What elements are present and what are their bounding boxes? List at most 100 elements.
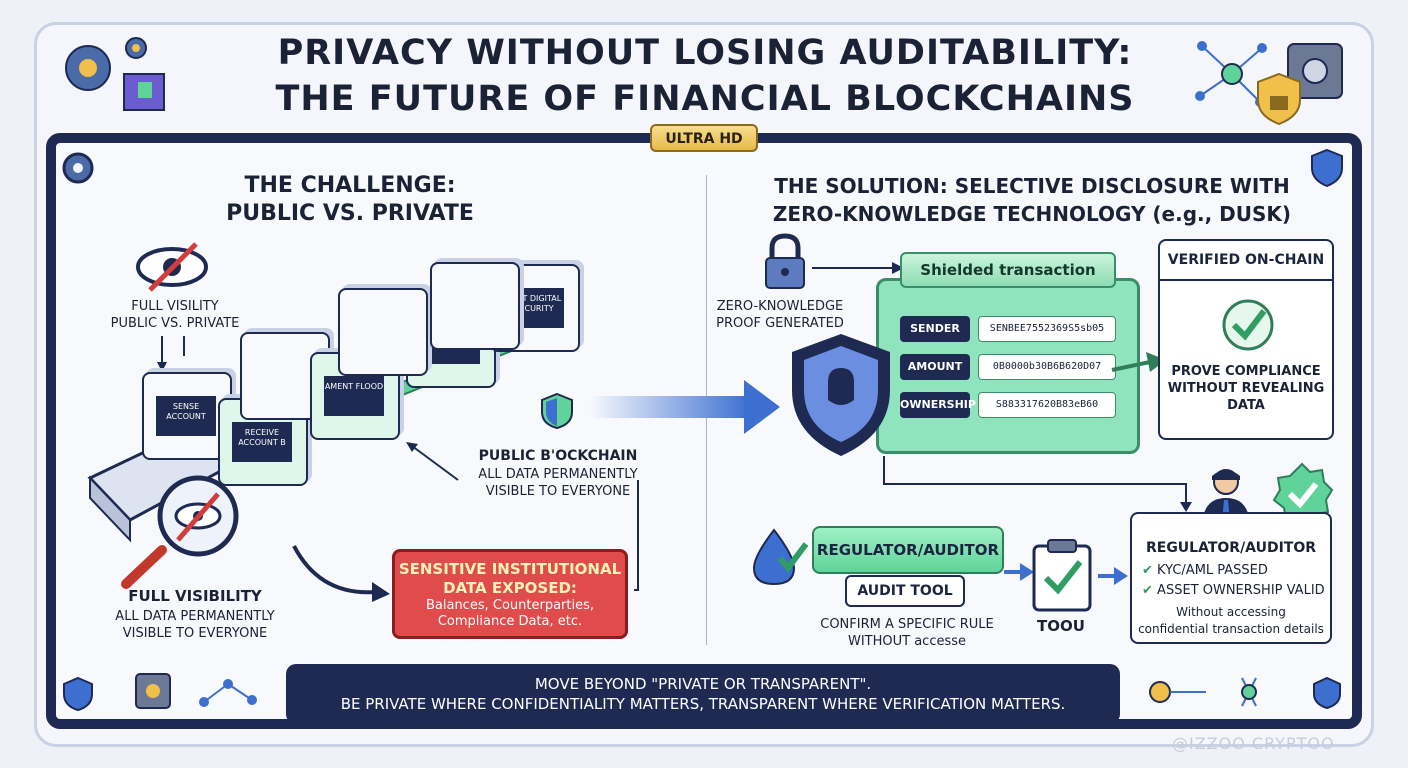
network-icon xyxy=(1149,677,1257,707)
confirm-line-1: CONFIRM A SPECIFIC RULE xyxy=(820,617,994,632)
full-visibility-sub: ALL DATA PERMANENTLY VISIBLE TO EVERYONE xyxy=(100,608,290,642)
alert-line-2: Compliance Data, etc. xyxy=(437,614,583,629)
verified-on-chain-card: VERIFIED ON-CHAIN PROVE COMPLIANCE WITHO… xyxy=(1158,239,1334,440)
full-sub-line-2: VISIBLE TO EVERYONE xyxy=(122,626,268,641)
gear-icon xyxy=(62,152,94,184)
field-key: AMOUNT xyxy=(900,354,970,380)
alert-title-line-1: SENSITIVE INSTITUTIONAL xyxy=(398,560,622,578)
solution-heading: THE SOLUTION: SELECTIVE DISCLOSURE WITH … xyxy=(760,172,1304,228)
shield-icon xyxy=(541,392,573,430)
shielded-transaction-banner: Shielded transaction xyxy=(900,252,1116,288)
eye-pointer-arrows xyxy=(157,336,185,372)
tool-label: TOOU xyxy=(1037,617,1085,635)
blockchain-block xyxy=(430,262,520,350)
check-icon xyxy=(1222,299,1274,351)
card-to-result-connector xyxy=(883,456,1192,512)
zk-proof-label: ZERO-KNOWLEDGE PROOF GENERATED xyxy=(700,298,860,332)
network-icon xyxy=(199,679,257,707)
regulator-result-card: REGULATOR/AUDITOR ✔ KYC/AML PASSED ✔ ASS… xyxy=(1130,512,1332,644)
safe-icon xyxy=(1287,43,1343,99)
result-title: REGULATOR/AUDITOR xyxy=(1145,540,1317,556)
chain-sub-line-2: VISIBLE TO EVERYONE xyxy=(485,484,631,499)
field-value: SENBEE7552369S5sb05 xyxy=(978,316,1116,342)
eye-slash-icon xyxy=(136,242,208,292)
lock-connector xyxy=(812,262,904,274)
check-icon xyxy=(1272,462,1334,526)
ultra-hd-badge: ULTRA HD xyxy=(650,124,758,152)
field-key: SENDER xyxy=(900,316,970,342)
verified-text: PROVE COMPLIANCE WITHOUT REVEALING DATA xyxy=(1160,363,1332,414)
cube-icon xyxy=(123,73,165,111)
chain-sub-line-1: ALL DATA PERMANENTLY xyxy=(478,467,638,482)
clipboard-icon xyxy=(1032,539,1092,612)
alert-title: SENSITIVE INSTITUTIONAL DATA EXPOSED: xyxy=(395,560,625,598)
solution-heading-line-1: THE SOLUTION: SELECTIVE DISCLOSURE WITH xyxy=(774,174,1290,198)
title-line-1: PRIVACY WITHOUT LOSING AUDITABILITY: xyxy=(277,33,1133,73)
challenge-heading-line-1: THE CHALLENGE: xyxy=(244,173,456,198)
check-item-ownership: ✔ ASSET OWNERSHIP VALID xyxy=(1142,582,1328,599)
verified-line-1: PROVE COMPLIANCE xyxy=(1171,364,1321,379)
transition-arrow xyxy=(590,380,780,434)
result-note-line-1: Without accessing xyxy=(1176,605,1286,619)
public-blockchain-label: PUBLIC B'OCKCHAIN xyxy=(478,448,638,464)
droplet-check-icon xyxy=(752,528,809,586)
verified-title: VERIFIED ON-CHAIN xyxy=(1160,241,1332,281)
title-line-2: THE FUTURE OF FINANCIAL BLOCKCHAINS xyxy=(275,79,1135,119)
blockchain-block: AMENT FLOOD xyxy=(310,352,400,440)
card-to-verified-arrow xyxy=(1111,352,1166,372)
block-label: SENSE ACCOUNT xyxy=(156,396,216,436)
check-item-kyc-label: KYC/AML PASSED xyxy=(1157,563,1268,578)
check-item-kyc: ✔ KYC/AML PASSED xyxy=(1142,562,1328,579)
public-blockchain-sub: ALL DATA PERMANENTLY VISIBLE TO EVERYONE xyxy=(468,466,648,500)
eye-label: FULL VISILITY PUBLIC VS. PRIVATE xyxy=(100,298,250,332)
challenge-heading: THE CHALLENGE: PUBLIC VS. PRIVATE xyxy=(190,172,510,228)
zk-label-line-2: PROOF GENERATED xyxy=(716,316,844,331)
shield-icon xyxy=(1311,148,1343,188)
confirm-rule-text: CONFIRM A SPECIFIC RULE WITHOUT accesse xyxy=(810,616,1004,650)
result-note: Without accessing confidential transacti… xyxy=(1132,604,1330,638)
eye-label-line-2: PUBLIC VS. PRIVATE xyxy=(110,316,240,331)
footer-line-2: BE PRIVATE WHERE CONFIDENTIALITY MATTERS… xyxy=(340,695,1066,713)
solution-heading-line-2: ZERO-KNOWLEDGE TECHNOLOGY (e.g., DUSK) xyxy=(772,202,1292,226)
gear-icon xyxy=(65,37,147,91)
regulator-box: REGULATOR/AUDITOR xyxy=(812,526,1004,574)
block-label: RECEIVE ACCOUNT B xyxy=(232,422,292,462)
shield-icon xyxy=(1313,676,1341,710)
padlock-icon xyxy=(765,233,805,289)
alert-title-line-2: DATA EXPOSED: xyxy=(443,579,577,597)
block-label: AMENT FLOOD xyxy=(324,376,384,416)
tool-to-result-arrow xyxy=(1098,567,1128,585)
audit-to-tool-arrow xyxy=(1004,563,1034,581)
audit-tool-button: AUDIT TOOL xyxy=(845,575,965,607)
connector-arrow xyxy=(406,442,639,591)
safe-icon xyxy=(135,673,171,709)
verified-line-2: WITHOUT REVEALING xyxy=(1167,381,1325,396)
check-icon: ✔ xyxy=(1142,583,1153,598)
lock-icon xyxy=(1257,72,1301,126)
alert-line-1: Balances, Counterparties, xyxy=(425,598,594,613)
magnifier-icon xyxy=(121,475,239,589)
field-key: OWNERSHIP xyxy=(900,392,976,418)
footer-banner: MOVE BEYOND "PRIVATE OR TRANSPARENT". BE… xyxy=(286,664,1120,724)
check-icon: ✔ xyxy=(1142,563,1153,578)
page-title: PRIVACY WITHOUT LOSING AUDITABILITY: THE… xyxy=(190,30,1220,122)
eye-label-line-1: FULL VISILITY xyxy=(131,299,219,314)
full-visibility-label: FULL VISIBILITY xyxy=(128,587,262,605)
verified-line-3: DATA xyxy=(1227,398,1265,413)
transaction-field-row: SENDER SENBEE7552369S5sb05 xyxy=(900,316,1116,342)
result-note-line-2: confidential transaction details xyxy=(1138,622,1324,636)
blockchain-block: SENSE ACCOUNT xyxy=(142,372,232,460)
watermark: @IZZOO CRYPTOO xyxy=(1172,734,1335,753)
data-exposed-alert: SENSITIVE INSTITUTIONAL DATA EXPOSED: Ba… xyxy=(392,549,628,639)
footer-line-1: MOVE BEYOND "PRIVATE OR TRANSPARENT". xyxy=(534,675,872,693)
shield-icon xyxy=(792,334,890,456)
check-item-ownership-label: ASSET OWNERSHIP VALID xyxy=(1157,583,1325,598)
transaction-field-row: AMOUNT 0B0000b30B6B620D07 xyxy=(900,354,1116,380)
field-value: 0B0000b30B6B620D07 xyxy=(978,354,1116,380)
field-value: S883317620B83eB60 xyxy=(978,392,1116,418)
challenge-heading-line-2: PUBLIC VS. PRIVATE xyxy=(226,201,474,226)
blockchain-block xyxy=(338,288,428,376)
curved-arrow xyxy=(292,545,390,602)
shield-icon xyxy=(63,676,93,712)
